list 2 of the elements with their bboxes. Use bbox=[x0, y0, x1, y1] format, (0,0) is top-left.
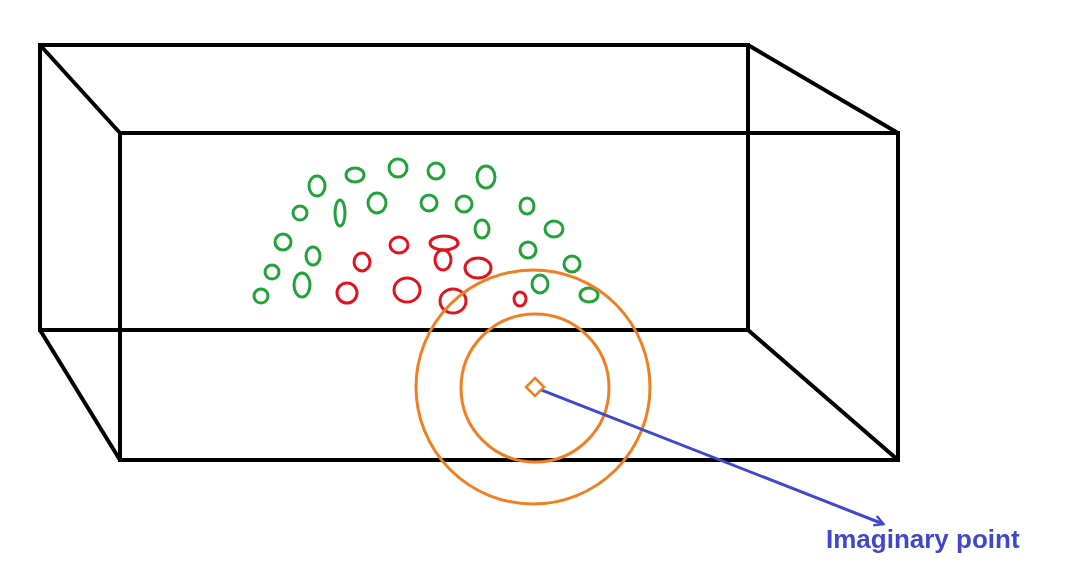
leader-arrow bbox=[540, 388, 885, 527]
callout-label: Imaginary point bbox=[826, 524, 1020, 555]
